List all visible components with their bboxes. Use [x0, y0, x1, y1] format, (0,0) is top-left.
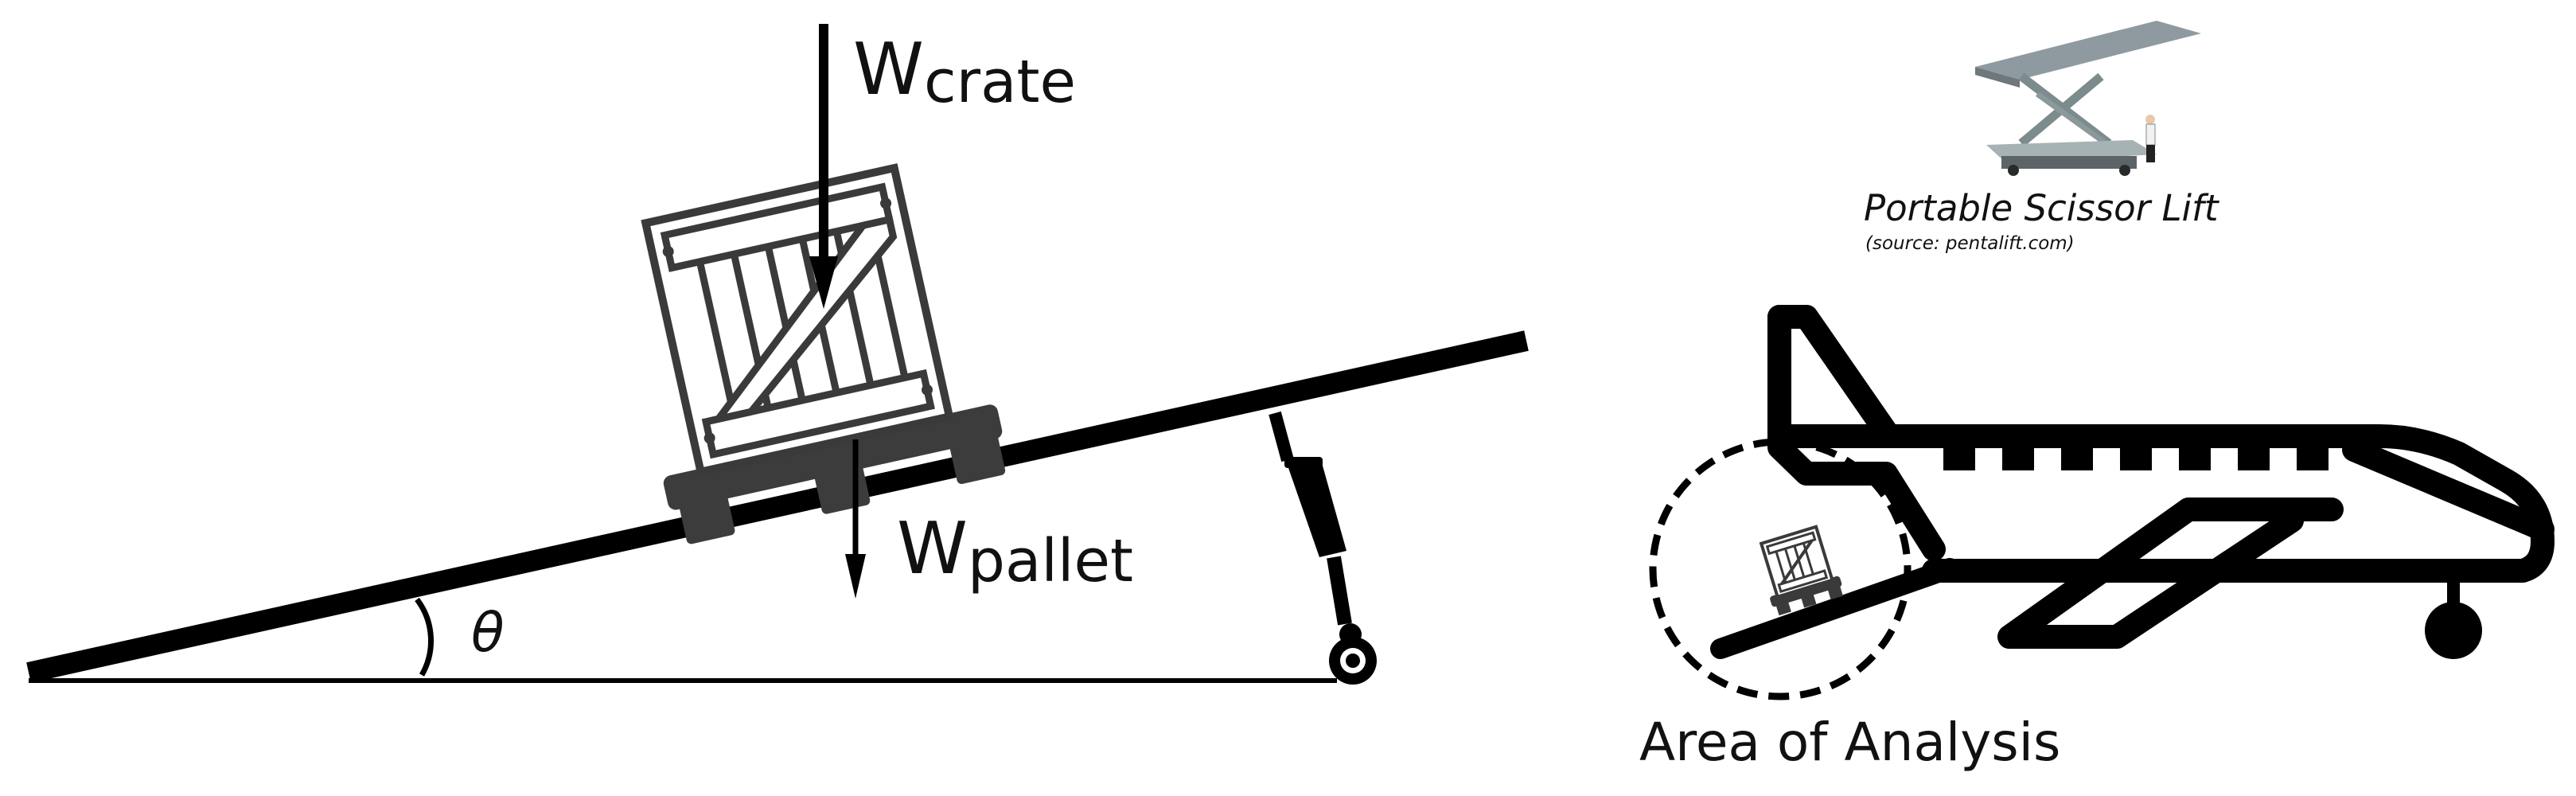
pallet-weight-label: Wpallet: [897, 507, 1133, 595]
incline-diagram: Wcrate Wpallet θ: [26, 24, 1529, 685]
hydraulic-actuator: [1269, 411, 1377, 685]
aircraft-loading-diagram: Portable Scissor Lift (source: pentalift…: [1639, 21, 2555, 773]
angle-arc: [415, 597, 434, 677]
pallet-weight-arrow: [845, 439, 866, 599]
crate: [641, 163, 954, 477]
angle-label: θ: [471, 602, 505, 665]
photo-caption: Portable Scissor Lift: [1864, 187, 2220, 229]
analysis-area-circle: [1649, 438, 1912, 700]
area-of-analysis-label: Area of Analysis: [1639, 712, 2060, 773]
crate-weight-arrow: [809, 24, 838, 309]
small-crate-icon: [1759, 525, 1843, 616]
airplane-windows: [1943, 442, 2329, 470]
landing-gear: [2425, 571, 2482, 659]
photo-source: (source: pentalift.com): [1865, 233, 2075, 254]
airplane-icon: [1767, 305, 2555, 649]
scissor-lift-photo: [1975, 21, 2201, 176]
cargo-ramp: [1710, 558, 1960, 659]
ramp-beam: [26, 330, 1529, 683]
crate-weight-label: Wcrate: [853, 28, 1076, 116]
